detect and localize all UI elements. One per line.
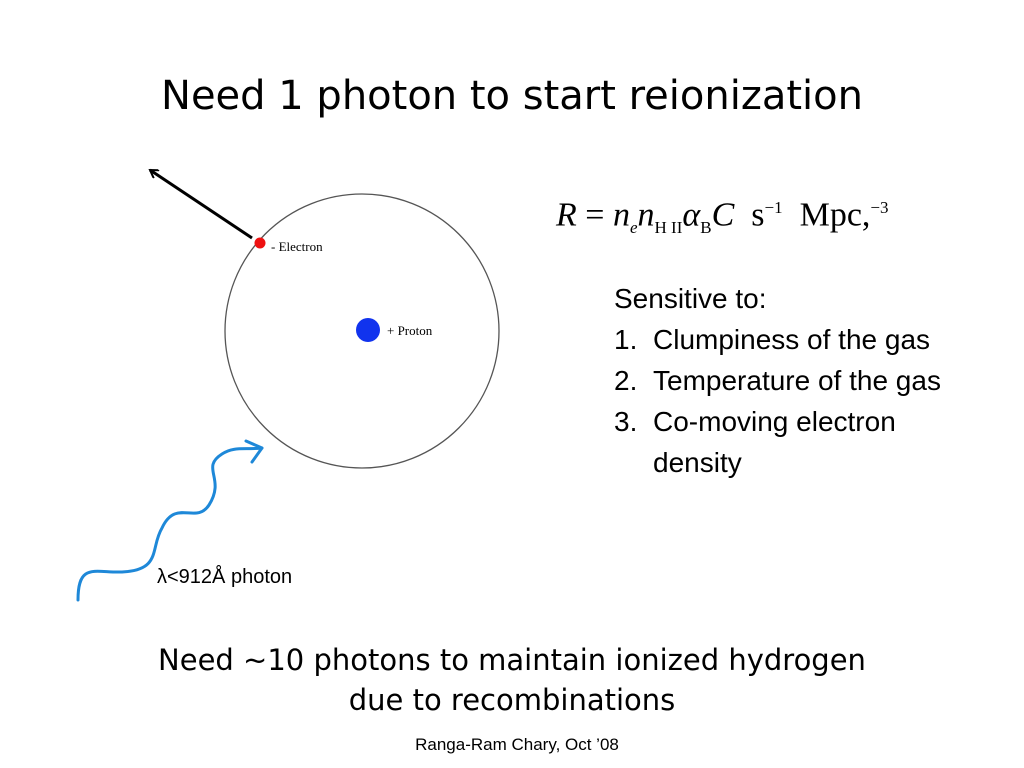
list-number: 1. <box>614 324 638 355</box>
list-item: 1. Clumpiness of the gas <box>614 319 974 360</box>
bottom-line-2: due to recombinations <box>348 683 676 717</box>
photon-arrowhead <box>244 439 264 464</box>
list-text: Co-moving electron density <box>653 406 896 478</box>
sensitivity-list: 1. Clumpiness of the gas 2. Temperature of… <box>614 319 974 483</box>
sensitivity-block: Sensitive to: 1. Clumpiness of the gas 2.… <box>614 278 974 483</box>
eq-equals: = <box>585 196 605 234</box>
eq-s-exp: −1 <box>764 198 783 217</box>
eq-lhs: R <box>556 196 577 234</box>
eq-s: s <box>751 196 765 234</box>
eq-n-e: n <box>612 196 630 234</box>
list-number: 2. <box>614 365 638 396</box>
bottom-statement: Need ~10 photons to maintain ionized hyd… <box>0 640 1024 720</box>
list-text: Clumpiness of the gas <box>653 324 931 355</box>
slide-footer: Ranga-Ram Chary, Oct ’08 <box>415 735 619 754</box>
list-item: 2. Temperature of the gas <box>614 360 974 401</box>
electron-label: - Electron <box>271 239 323 254</box>
proton-dot <box>356 318 380 342</box>
recombination-equation: R = nenH IIαBC s−1 Mpc,−3 <box>556 186 889 250</box>
eq-unit-exp: −3 <box>870 198 889 217</box>
eq-n-h: n <box>637 196 655 234</box>
electron-arrow <box>150 168 253 240</box>
eq-sub-hii: H II <box>654 218 683 238</box>
photon-label: λ<912Å photon <box>157 566 293 588</box>
list-number: 3. <box>614 406 638 437</box>
photon-wave <box>76 446 264 602</box>
sensitivity-heading: Sensitive to: <box>614 283 767 314</box>
eq-alpha: α <box>682 196 701 234</box>
electron-dot <box>254 237 266 249</box>
eq-clumping: C <box>711 196 735 234</box>
proton-label: + Proton <box>387 323 433 338</box>
eq-unit: Mpc, <box>799 196 871 234</box>
orbit-circle <box>224 193 500 469</box>
eq-sub-b: B <box>700 218 712 238</box>
list-text: Temperature of the gas <box>653 365 941 396</box>
bottom-line-1: Need ~10 photons to maintain ionized hyd… <box>158 643 866 677</box>
eq-sub-e: e <box>629 218 638 238</box>
slide-title: Need 1 photon to start reionization <box>161 73 863 119</box>
list-item: 3. Co-moving electron density <box>614 401 974 483</box>
